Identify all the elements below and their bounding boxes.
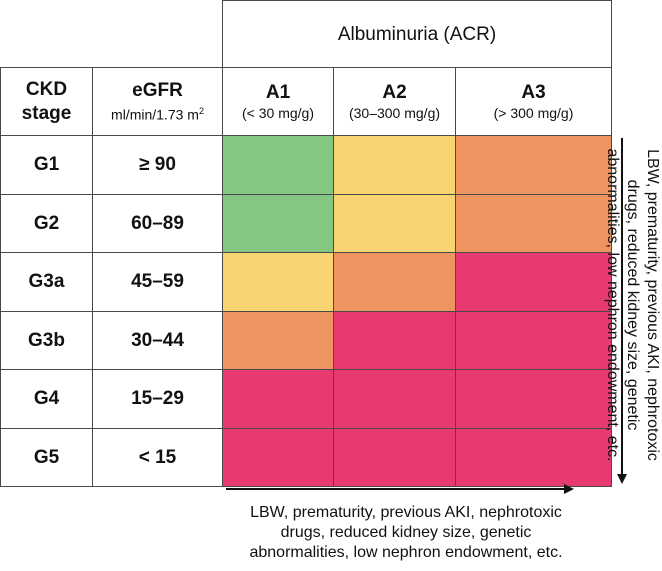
risk-cell-g5-a1 [222,428,334,487]
risk-cell-g3a-a1 [222,252,334,312]
stage-label: G3b [28,329,65,351]
risk-cell-g5-a3 [455,428,612,487]
egfr-header-label: eGFR [132,79,183,101]
egfr-value: < 15 [138,446,177,468]
acr-category-label: A2 [382,81,407,103]
egfr-header: eGFR ml/min/1.73 m2 [92,67,223,136]
acr-category-label: A3 [521,81,546,103]
risk-cell-g4-a2 [333,369,456,429]
egfr-units-text: ml/min/1.73 m [111,106,199,123]
acr-category-range: (> 300 mg/g) [493,104,574,121]
risk-cell-g5-a2 [333,428,456,487]
egfr-value: ≥ 90 [139,154,176,175]
risk-cell-g2-a1 [222,194,334,253]
stage-label: G5 [33,446,60,468]
ckd-stage-header-line2: stage [21,102,72,124]
egfr-value: 60–89 [131,212,184,234]
stage-label: G3a [28,271,65,292]
stage-label: G2 [33,212,60,234]
risk-cell-g1-a2 [333,135,456,195]
ckd-stage-header-line1: CKD [25,78,68,100]
acr-header-a3: A3(> 300 mg/g) [455,67,612,136]
acr-category-range: (30–300 mg/g) [348,104,441,121]
stage-label: G1 [33,154,60,175]
risk-cell-g3a-a3 [455,252,612,312]
egfr-units: ml/min/1.73 m2 [111,102,204,124]
stage-label: G4 [33,388,60,409]
acr-category-range: (< 30 mg/g) [242,104,314,121]
albuminuria-header: Albuminuria (ACR) [222,0,612,68]
risk-cell-g3b-a1 [222,311,334,370]
risk-cell-g4-a3 [455,369,612,429]
risk-cell-g3b-a3 [455,311,612,370]
bottom-caption: LBW, prematurity, previous AKI, nephroto… [249,504,563,561]
risk-cell-g3a-a2 [333,252,456,312]
risk-cell-g2-a3 [455,194,612,253]
egfr-value: 30–44 [131,329,184,351]
albuminuria-header-label: Albuminuria (ACR) [337,23,497,45]
right-caption: LBW, prematurity, previous AKI, nephroto… [604,148,661,462]
egfr-value: 15–29 [131,388,184,409]
acr-category-label: A1 [265,81,291,103]
egfr-units-sup: 2 [198,105,204,116]
risk-cell-g1-a1 [222,135,334,195]
risk-cell-g3b-a2 [333,311,456,370]
egfr-value: 45–59 [131,271,184,292]
